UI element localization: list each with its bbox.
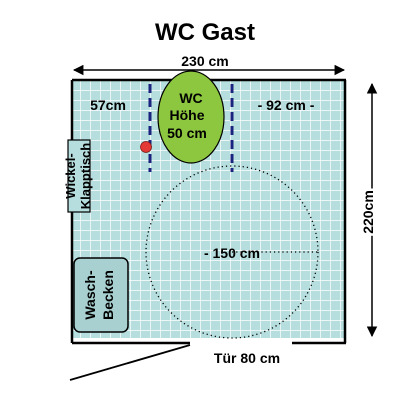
left-gap-label: 57cm bbox=[90, 97, 126, 113]
svg-text:Wickel-: Wickel- bbox=[63, 153, 78, 198]
door-leaf bbox=[69, 344, 191, 381]
svg-text:Becken: Becken bbox=[100, 270, 116, 320]
svg-text:Wasch-: Wasch- bbox=[82, 270, 98, 320]
svg-text:50 cm: 50 cm bbox=[167, 125, 207, 141]
wc-bowl bbox=[157, 70, 225, 164]
wc-label: WC Höhe 50 cm bbox=[167, 90, 207, 141]
sink-label: Wasch- Becken bbox=[82, 270, 116, 320]
width-label: 230 cm bbox=[181, 53, 228, 69]
changing-table-label: Wickel- Klapptisch bbox=[63, 143, 93, 210]
door-label: Tür 80 cm bbox=[214, 350, 280, 366]
plan-title: WC Gast bbox=[155, 19, 255, 46]
changing-table bbox=[67, 139, 91, 213]
svg-text:WC: WC bbox=[179, 90, 202, 106]
height-label: 220cm bbox=[360, 190, 376, 234]
svg-text:Klapptisch: Klapptisch bbox=[78, 143, 93, 210]
svg-text:Höhe: Höhe bbox=[170, 107, 205, 123]
alarm-button bbox=[140, 141, 152, 153]
sink bbox=[73, 257, 129, 333]
turning-circle-label: - 150 cm bbox=[204, 245, 260, 261]
right-gap-label: - 92 cm - bbox=[258, 97, 315, 113]
turning-circle bbox=[145, 165, 319, 339]
